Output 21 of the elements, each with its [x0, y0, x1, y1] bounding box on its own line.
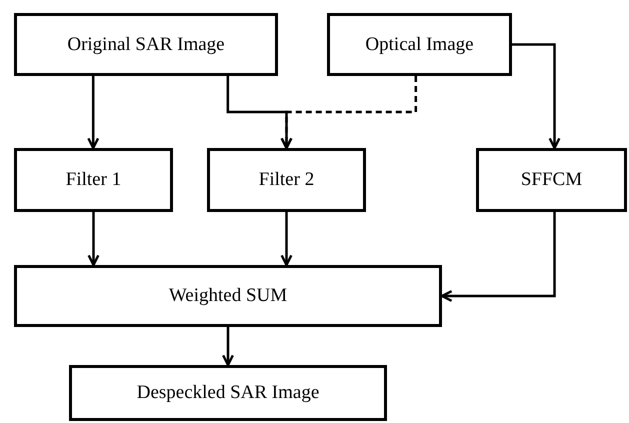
process-box: [69, 365, 387, 421]
process-box: [14, 13, 278, 76]
box-label: SFFCM: [520, 168, 582, 192]
arrow: [222, 327, 234, 366]
process-box: [207, 148, 366, 212]
box-label: Weighted SUM: [168, 284, 288, 308]
arrow: [512, 43, 561, 150]
arrow: [280, 76, 418, 150]
process-box: [476, 148, 627, 212]
process-box: [14, 148, 173, 212]
arrow: [87, 76, 100, 150]
box-label: Optical Image: [365, 32, 474, 56]
box-label: Despeckled SAR Image: [136, 381, 320, 405]
process-box: [327, 13, 512, 76]
arrow: [280, 212, 292, 266]
box-label: Original SAR Image: [67, 32, 225, 56]
box-label: Filter 1: [66, 168, 122, 192]
box-label: Filter 2: [258, 168, 314, 192]
arrow: [440, 212, 556, 302]
arrow: [88, 212, 100, 266]
process-box: [14, 265, 442, 327]
